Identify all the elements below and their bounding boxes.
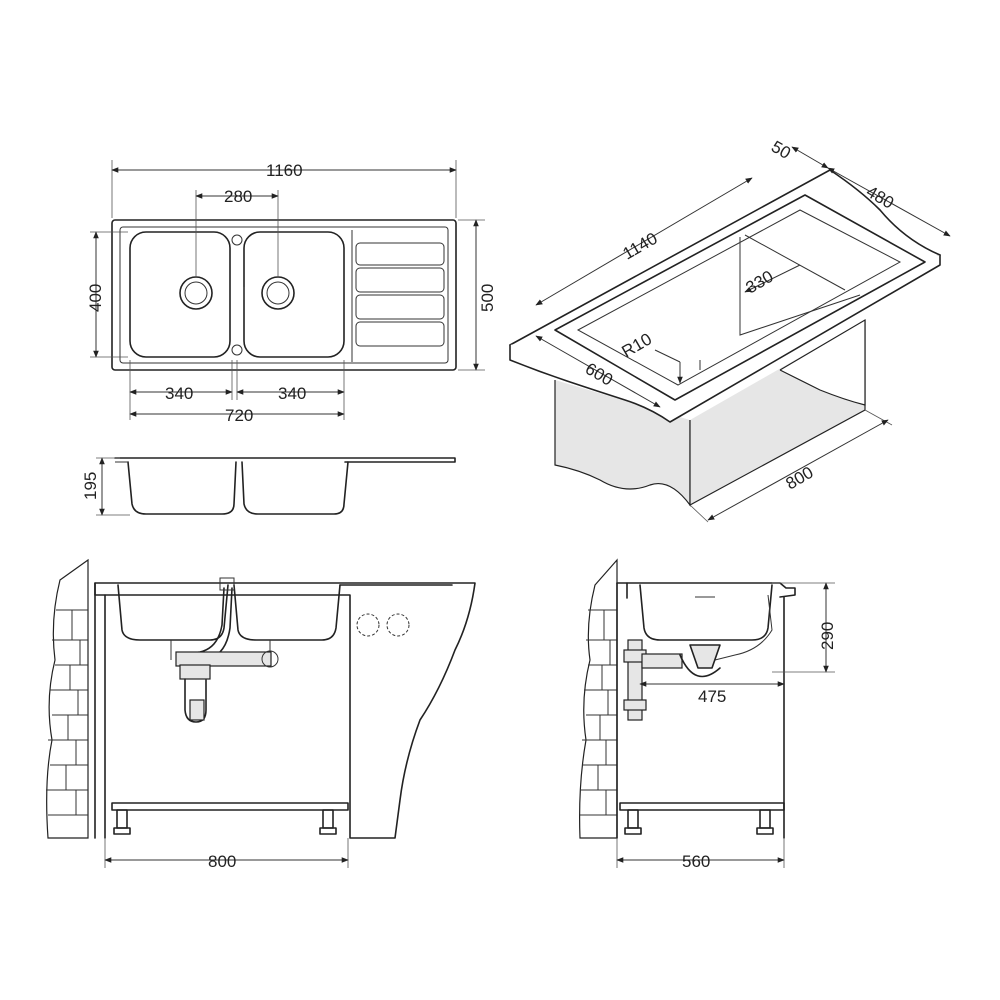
dim-1160: 1160 bbox=[266, 161, 303, 180]
dim-340-right: 340 bbox=[278, 384, 306, 403]
dim-800-front: 800 bbox=[208, 852, 236, 871]
dim-800-iso: 800 bbox=[783, 463, 817, 494]
side-install-view: 290 475 560 bbox=[579, 558, 837, 871]
wall-socket-2 bbox=[386, 613, 410, 637]
isometric-view: 1140 50 480 330 R10 600 800 bbox=[509, 137, 951, 523]
brick-wall-side bbox=[579, 558, 618, 839]
left-bowl bbox=[129, 231, 231, 358]
dim-50: 50 bbox=[768, 137, 794, 163]
dim-340-left: 340 bbox=[165, 384, 193, 403]
drainer-board bbox=[351, 230, 445, 362]
dim-280: 280 bbox=[224, 187, 252, 206]
dim-195: 195 bbox=[81, 472, 100, 500]
front-install-view: 800 bbox=[46, 558, 476, 871]
drain-plumbing-front bbox=[170, 577, 279, 723]
brick-wall-front bbox=[46, 558, 89, 839]
dim-560: 560 bbox=[682, 852, 710, 871]
dim-1140: 1140 bbox=[620, 229, 661, 264]
dim-400: 400 bbox=[86, 284, 105, 312]
top-view: 1160 280 400 500 340 340 720 bbox=[86, 160, 497, 425]
dim-290: 290 bbox=[818, 622, 837, 650]
dim-720: 720 bbox=[225, 406, 253, 425]
drain-plumbing-side bbox=[623, 639, 721, 721]
wall-socket-1 bbox=[356, 613, 380, 637]
side-profile-view: 195 bbox=[81, 457, 456, 516]
dim-500: 500 bbox=[478, 284, 497, 312]
dim-475: 475 bbox=[698, 687, 726, 706]
